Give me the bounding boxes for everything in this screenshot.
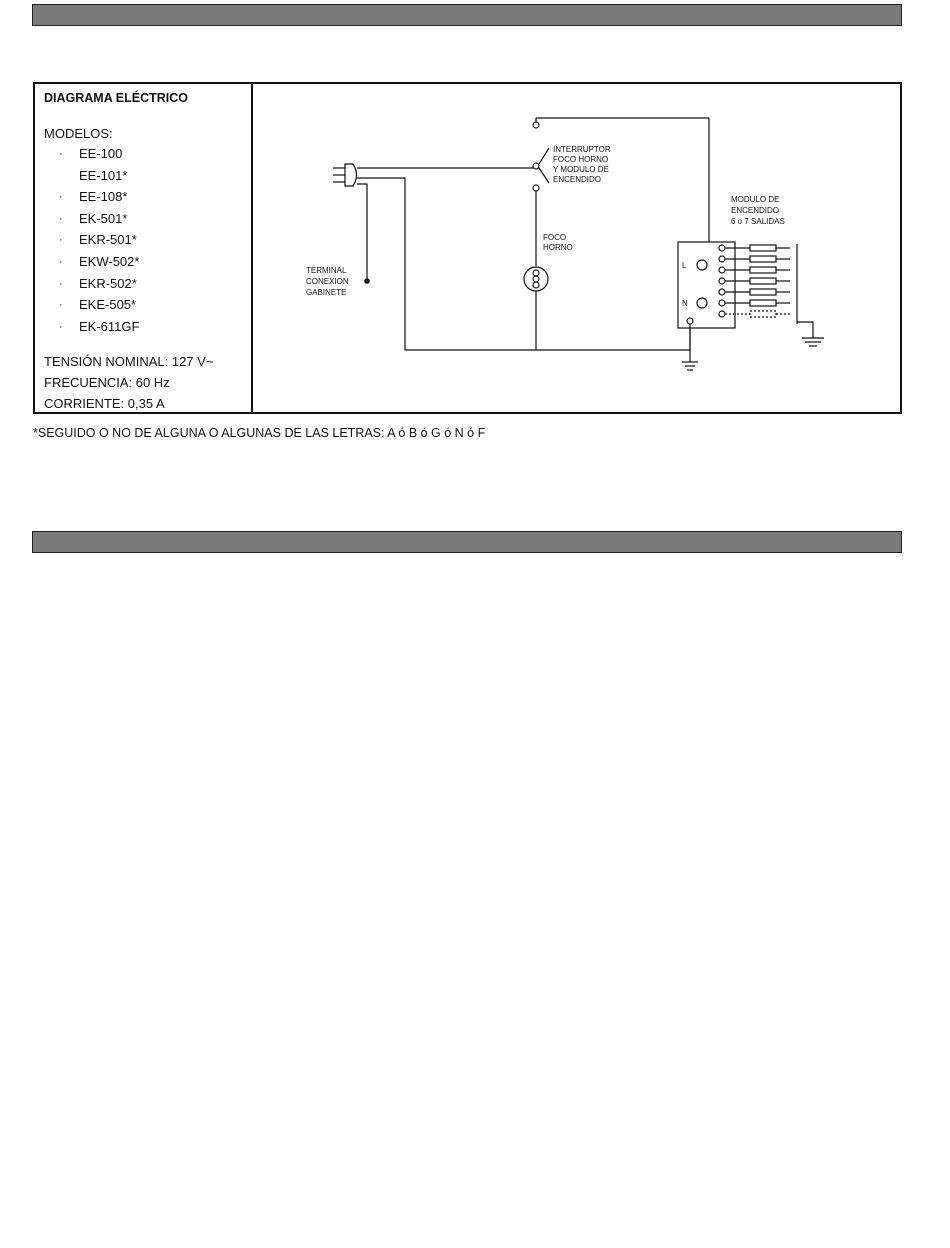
bullet-icon: · <box>59 212 63 225</box>
terminal-label: TERMINAL CONEXION GABINETE <box>306 266 349 297</box>
models-label: MODELOS: <box>44 126 113 141</box>
svg-text:ENCENDIDO: ENCENDIDO <box>731 206 779 215</box>
svg-text:ENCENDIDO: ENCENDIDO <box>553 175 601 184</box>
switch-contact <box>532 184 540 192</box>
power-plug-icon <box>333 163 358 187</box>
ground-terminal <box>686 317 694 325</box>
ignition-module-box <box>677 241 736 329</box>
bullet-icon: · <box>59 148 63 160</box>
electrical-specs: TENSIÓN NOMINAL: 127 V~ FRECUENCIA: 60 H… <box>44 352 213 415</box>
model-label: EE-101* <box>79 167 128 183</box>
model-label: EKR-501* <box>79 232 137 248</box>
line-terminal-label: L <box>682 261 687 270</box>
terminal-dot <box>364 278 370 284</box>
current: CORRIENTE: 0,35 A <box>44 396 165 411</box>
svg-text:CONEXION: CONEXION <box>306 277 349 286</box>
nominal-voltage: TENSIÓN NOMINAL: 127 V~ <box>44 354 214 369</box>
model-label: EKE-505* <box>79 297 137 313</box>
svg-text:Y MODULO DE: Y MODULO DE <box>553 165 609 174</box>
bullet-icon: · <box>59 191 63 204</box>
model-label: EKW-502* <box>79 253 140 269</box>
bullet-icon: · <box>59 320 63 333</box>
spark-outputs <box>718 244 790 318</box>
svg-text:FOCO HORNO: FOCO HORNO <box>553 155 608 164</box>
neutral-terminal <box>696 297 708 309</box>
lamp-icon <box>523 266 549 292</box>
model-label: EK-501* <box>79 210 128 226</box>
lamp-label: FOCO HORNO <box>543 233 573 252</box>
svg-text:INTERRUPTOR: INTERRUPTOR <box>553 145 611 154</box>
bullet-icon: · <box>59 299 63 312</box>
svg-text:TERMINAL: TERMINAL <box>306 266 347 275</box>
electrical-diagram-box: DIAGRAMA ELÉCTRICO MODELOS: · EE-100 EE-1… <box>33 82 902 414</box>
line-terminal <box>696 259 708 271</box>
wiring-schematic: INTERRUPTOR FOCO HORNO Y MODULO DE ENCEN… <box>306 117 824 371</box>
switch-label: INTERRUPTOR FOCO HORNO Y MODULO DE ENCEN… <box>553 145 611 184</box>
svg-text:6 o 7 SALIDAS: 6 o 7 SALIDAS <box>731 217 785 226</box>
switch-contact <box>532 121 540 129</box>
model-label: EE-108* <box>79 189 128 205</box>
module-label: MODULO DE ENCENDIDO 6 o 7 SALIDAS <box>731 195 785 226</box>
bullet-icon: · <box>59 234 63 247</box>
section-header-bar-top <box>32 4 902 26</box>
model-info-panel: DIAGRAMA ELÉCTRICO MODELOS: · EE-100 EE-1… <box>35 84 253 412</box>
switch-contact <box>532 162 540 170</box>
svg-text:GABINETE: GABINETE <box>306 288 346 297</box>
footnote: *SEGUIDO O NO DE ALGUNA O ALGUNAS DE LAS… <box>33 426 486 440</box>
neutral-terminal-label: N <box>682 299 688 308</box>
switch-lever-icon <box>538 147 550 165</box>
model-label: EKR-502* <box>79 275 137 291</box>
section-header-bar-bottom <box>32 531 902 553</box>
svg-text:HORNO: HORNO <box>543 243 573 252</box>
diagram-title: DIAGRAMA ELÉCTRICO <box>44 91 188 105</box>
model-label: EE-100 <box>79 146 123 161</box>
svg-text:FOCO: FOCO <box>543 233 566 242</box>
frequency: FRECUENCIA: 60 Hz <box>44 375 170 390</box>
bullet-icon: · <box>59 255 63 268</box>
model-label: EK-611GF <box>79 318 140 334</box>
svg-text:MODULO DE: MODULO DE <box>731 195 779 204</box>
bullet-icon: · <box>59 277 63 290</box>
